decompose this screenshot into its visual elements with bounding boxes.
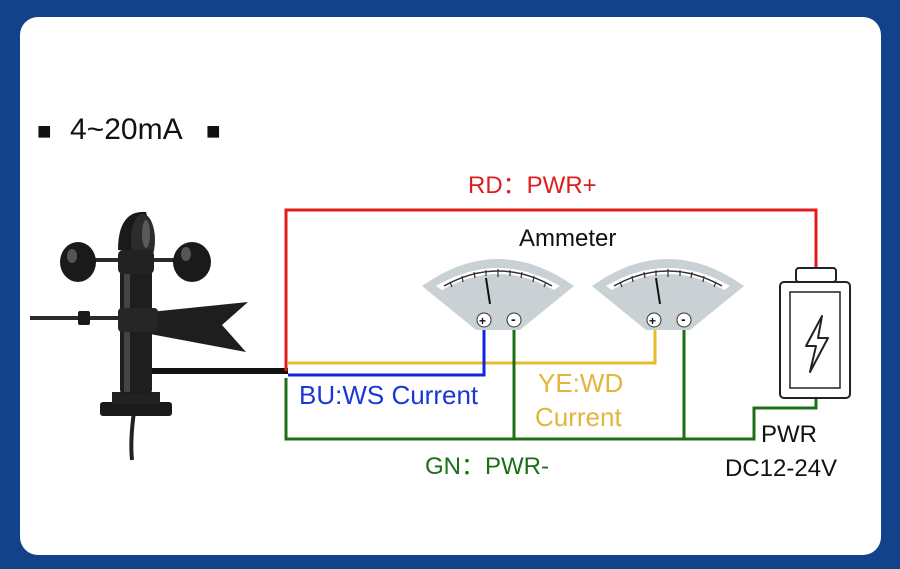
- yellow-wire: [288, 322, 657, 365]
- ammeter-2-minus: -: [681, 311, 686, 327]
- ammeter-1: [422, 259, 574, 330]
- red-wire-label: RD：PWR+: [468, 172, 597, 199]
- blue-wire: [288, 322, 486, 377]
- ws-current-label: BU:WS Current: [299, 380, 479, 410]
- wd-current-label-line1: YE:WD: [538, 368, 623, 398]
- anemometer-icon: [30, 211, 248, 461]
- ammeter-2-plus: +: [649, 314, 656, 328]
- wd-current-label-line2: Current: [535, 402, 622, 432]
- battery-icon: [779, 267, 851, 399]
- ammeter-2: [592, 259, 744, 330]
- title-mark-right: ■: [206, 118, 221, 145]
- diagram-title: 4~20mA: [70, 113, 183, 146]
- ammeter-label: Ammeter: [519, 225, 616, 252]
- green-wire-label: GN：PWR-: [425, 453, 549, 480]
- title-mark-left: ■: [37, 118, 52, 145]
- ammeter-1-plus: +: [479, 314, 486, 328]
- green-wire: [284, 378, 818, 441]
- power-label-line1: PWR: [761, 421, 817, 448]
- ammeter-1-minus: -: [511, 311, 516, 327]
- red-wire: [284, 208, 818, 371]
- power-label-line2: DC12-24V: [725, 455, 837, 482]
